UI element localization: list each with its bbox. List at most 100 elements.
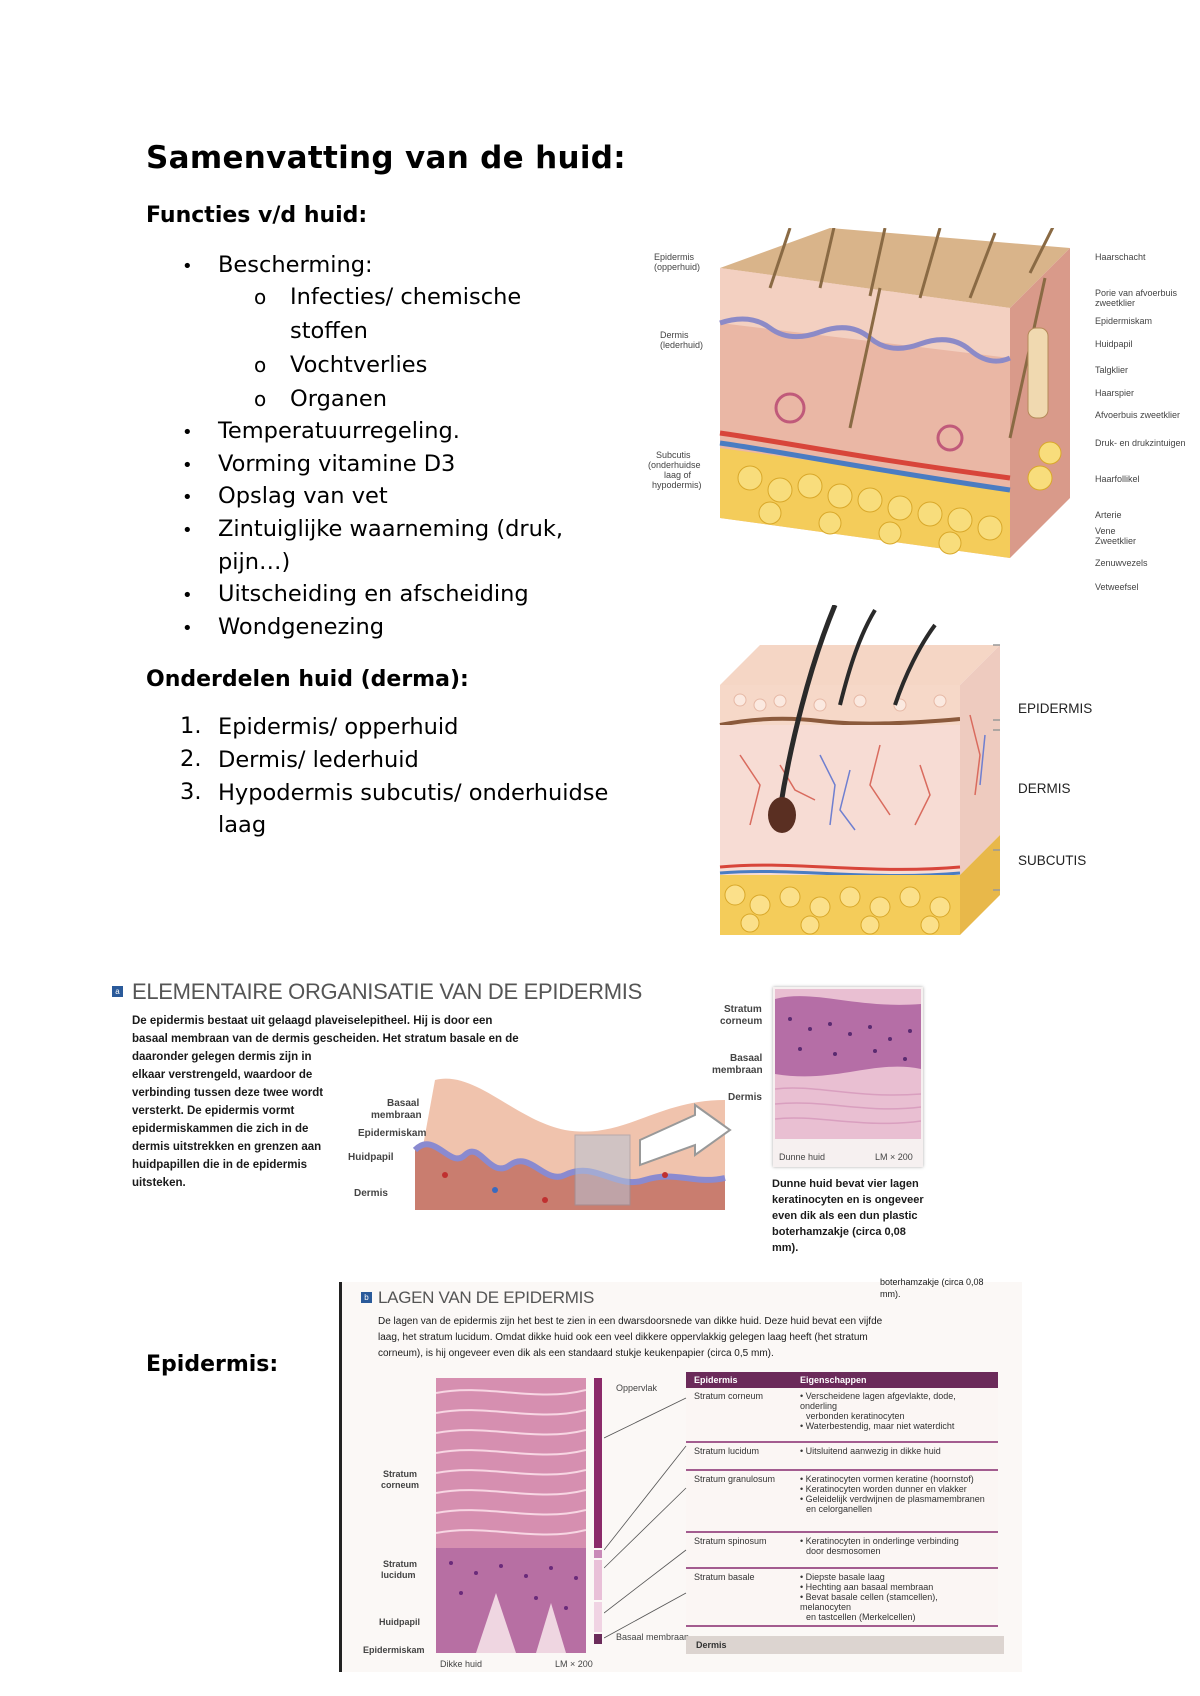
prop-line: • Keratinocyten vormen keratine (hoornst… — [800, 1474, 974, 1484]
epidermis-layers-table: Epidermis Eigenschappen Stratum corneum … — [686, 1372, 998, 1627]
skin-block-drawing — [719, 228, 1070, 558]
layer-label-dermis: DERMIS — [1018, 781, 1071, 796]
sub-bullet-marker: o — [254, 353, 267, 377]
micrograph-label: membraan — [712, 1065, 763, 1076]
bullet-marker: • — [182, 487, 193, 508]
prop-line: • Keratinocyten in onderlinge verbinding — [800, 1536, 959, 1546]
layer-cell: Stratum basale — [686, 1568, 792, 1627]
leader-lines — [604, 1397, 687, 1639]
diagram-label: (onderhuidse — [648, 460, 701, 470]
table-header-row: Epidermis Eigenschappen — [686, 1372, 998, 1388]
bullet-marker: • — [182, 422, 193, 443]
table-row: Stratum corneum • Verscheidene lagen afg… — [686, 1388, 998, 1443]
ridge-label: Epidermiskam — [358, 1128, 427, 1139]
prop-line: • Waterbestendig, maar niet waterdicht — [800, 1421, 955, 1431]
diagram-label: (lederhuid) — [660, 340, 704, 350]
sub-bullet-marker: o — [254, 387, 267, 411]
function-item: Zintuiglijke waarneming (druk, — [218, 516, 564, 542]
diagram-label: zweetklier — [1095, 298, 1136, 308]
section-a-intro-line: elkaar verstrengeld, waardoor de — [132, 1069, 313, 1081]
diagram-label: Arterie — [1095, 510, 1122, 520]
props-cell: • Uitsluitend aanwezig in dikke huid — [792, 1442, 998, 1471]
diagram-label: Zenuwvezels — [1095, 558, 1148, 568]
note-line: boterhamzakje (circa 0,08 — [772, 1226, 906, 1238]
diagram-label: Afvoerbuis zweetklier — [1095, 410, 1181, 420]
skin-layers-illustration: EPIDERMIS DERMIS SUBCUTIS — [710, 605, 1110, 945]
function-sub-item: Organen — [290, 386, 387, 412]
layer-label-subcutis: SUBCUTIS — [1018, 853, 1087, 868]
ridge-label: Huidpapil — [348, 1152, 394, 1163]
epidermis-heading: Epidermis: — [146, 1352, 279, 1377]
diagram-label: Porie van afvoerbuis — [1095, 288, 1178, 298]
note-line: keratinocyten en is ongeveer — [772, 1194, 924, 1206]
thick-caption: Dikke huid — [440, 1659, 483, 1669]
prop-line: • Keratinocyten worden dunner en vlakker — [800, 1484, 967, 1494]
table-header: Epidermis — [686, 1372, 792, 1388]
thick-label: Huidpapil — [379, 1617, 420, 1627]
layer-scale-bar — [594, 1378, 602, 1644]
function-item: Vorming vitamine D3 — [218, 451, 456, 477]
diagram-label: Talgklier — [1095, 365, 1129, 375]
section-b-badge: b — [361, 1292, 372, 1303]
table-row: Stratum lucidum • Uitsluitend aanwezig i… — [686, 1442, 998, 1471]
bullet-marker: • — [182, 520, 193, 541]
intro-line: De lagen van de epidermis zijn het best … — [378, 1316, 883, 1327]
ridge-label: Dermis — [354, 1188, 388, 1199]
diagram-label: Vetweefsel — [1095, 582, 1139, 592]
function-sub-item: Infecties/ chemische — [290, 284, 522, 310]
functions-heading: Functies v/d huid: — [146, 203, 368, 228]
micrograph-label: corneum — [720, 1016, 763, 1027]
prop-line: en tastcellen (Merkelcellen) — [806, 1612, 916, 1622]
table-row: Stratum spinosum • Keratinocyten in onde… — [686, 1532, 998, 1569]
list-number: 1. — [180, 713, 202, 739]
thick-label: corneum — [381, 1480, 420, 1490]
function-item: Temperatuurregeling. — [218, 418, 460, 444]
top-fragment: boterhamzakje (circa 0,08 mm). — [880, 1276, 984, 1300]
function-item: Uitscheiding en afscheiding — [218, 581, 529, 607]
micrograph-magnification: LM × 200 — [875, 1152, 913, 1162]
ridge-label: Basaal — [387, 1098, 420, 1109]
function-item: Wondgenezing — [218, 614, 385, 640]
props-cell: • Diepste basale laag • Hechting aan bas… — [792, 1568, 998, 1627]
diagram-label: Haarfollikel — [1095, 474, 1140, 484]
diagram-label: hypodermis) — [652, 480, 702, 490]
micrograph-caption: Dunne huid — [779, 1152, 826, 1162]
diagram-label: Druk- en drukzintuigen — [1095, 438, 1186, 448]
section-a-intro-line: daaronder gelegen dermis zijn in — [132, 1051, 312, 1063]
layer-cell: Stratum corneum — [686, 1388, 792, 1443]
layer-label-epidermis: EPIDERMIS — [1018, 701, 1093, 716]
parts-heading: Onderdelen huid (derma): — [146, 667, 469, 692]
part-item: Dermis/ lederhuid — [218, 747, 419, 773]
diagram-label: Epidermiskam — [1095, 316, 1153, 326]
diagram-label: Haarschacht — [1095, 252, 1146, 262]
diagram-label: Vene — [1095, 526, 1116, 536]
fragment-line: boterhamzakje (circa 0,08 — [880, 1277, 984, 1287]
diagram-label: Dermis — [660, 330, 689, 340]
table-row: Stratum granulosum • Keratinocyten vorme… — [686, 1470, 998, 1533]
dermis-bar: Dermis — [686, 1636, 1004, 1654]
diagram-label: Epidermis — [654, 252, 695, 262]
micrograph-label: Basaal — [730, 1053, 763, 1064]
section-a-intro-line: epidermiskammen die zich in de — [132, 1123, 309, 1135]
thick-label: lucidum — [381, 1570, 416, 1580]
function-item: pijn…) — [218, 549, 291, 575]
diagram-label: laag of — [664, 470, 692, 480]
prop-line: verbonden keratinocyten — [806, 1411, 905, 1421]
micrograph-image — [775, 989, 921, 1139]
micrograph-label: Stratum — [724, 1004, 762, 1015]
thick-label: Stratum — [383, 1469, 418, 1479]
section-b-intro: De lagen van de epidermis zijn het best … — [378, 1314, 882, 1362]
list-number: 2. — [180, 746, 202, 772]
thick-label: Stratum — [383, 1559, 418, 1569]
diagram-label: (opperhuid) — [654, 262, 701, 272]
prop-line: • Bevat basale cellen (stamcellen), mela… — [800, 1592, 938, 1612]
note-line: Dunne huid bevat vier lagen — [772, 1178, 919, 1190]
skin-cross-section-illustration: Epidermis (opperhuid) Dermis (lederhuid)… — [640, 228, 1200, 608]
intro-line: corneum), is hij ongeveer even dik als e… — [378, 1348, 774, 1359]
intro-line: laag, het stratum lucidum. Omdat dikke h… — [378, 1332, 868, 1343]
section-a-intro-line: dermis uitstrekken en grenzen aan — [132, 1141, 322, 1153]
props-cell: • Keratinocyten vormen keratine (hoornst… — [792, 1470, 998, 1533]
thick-label: Basaal membraan — [616, 1632, 690, 1642]
skin-layers-drawing — [719, 605, 1000, 935]
bullet-marker: • — [182, 455, 193, 476]
